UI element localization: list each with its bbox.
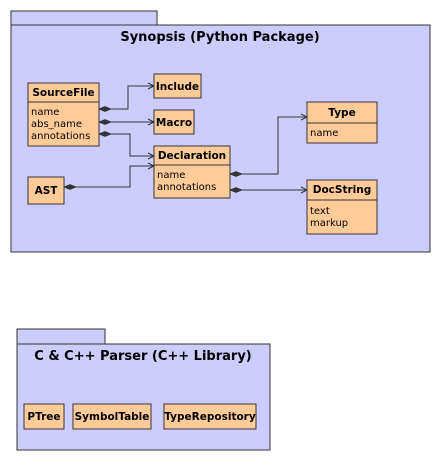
class-typerepository-box bbox=[163, 403, 257, 430]
class-include[interactable]: Include bbox=[153, 73, 202, 99]
class-ptree[interactable]: PTree bbox=[23, 403, 65, 430]
class-ast-name: AST bbox=[35, 185, 59, 197]
class-symboltable-box bbox=[72, 403, 152, 430]
package-cpp-parser-title: C & C++ Parser (C++ Library) bbox=[34, 349, 251, 364]
class-sourcefile-box bbox=[27, 82, 100, 147]
class-declaration-box bbox=[153, 145, 231, 199]
class-include-box bbox=[153, 73, 202, 99]
class-type-name: Type bbox=[328, 107, 355, 119]
class-declaration-attr-name: name bbox=[157, 170, 185, 181]
class-macro[interactable]: Macro bbox=[153, 109, 195, 135]
class-docstring-name: DocString bbox=[313, 184, 372, 196]
diamond-sourcefile-declaration bbox=[97, 131, 113, 137]
class-type-attr-name: name bbox=[310, 128, 338, 139]
class-sourcefile-name: SourceFile bbox=[32, 87, 94, 99]
package-synopsis-tab bbox=[10, 10, 158, 26]
class-docstring-attr-markup: markup bbox=[310, 218, 348, 229]
class-declaration[interactable]: Declaration name annotations bbox=[153, 145, 231, 199]
class-sourcefile-attr-name: name bbox=[31, 107, 59, 118]
class-include-name: Include bbox=[156, 81, 199, 93]
package-cpp-parser-tab bbox=[16, 328, 106, 345]
class-typerepository-name: TypeRepository bbox=[164, 411, 256, 423]
class-symboltable-name: SymbolTable bbox=[75, 411, 150, 423]
association-sourcefile-declaration bbox=[99, 133, 154, 157]
composition-diamonds bbox=[62, 106, 244, 193]
class-declaration-attr-annotations: annotations bbox=[157, 182, 216, 193]
class-declaration-name: Declaration bbox=[158, 150, 226, 162]
association-sourcefile-include bbox=[99, 85, 154, 110]
diamond-sourcefile-macro bbox=[97, 119, 113, 125]
diamond-declaration-docstring bbox=[228, 187, 244, 193]
class-ptree-name: PTree bbox=[27, 411, 60, 423]
package-cpp-parser: C & C++ Parser (C++ Library) bbox=[16, 328, 271, 451]
association-declaration-type bbox=[230, 116, 307, 175]
class-sourcefile-attr-abs-name: abs_name bbox=[31, 119, 82, 130]
class-ast[interactable]: AST bbox=[27, 176, 65, 205]
class-sourcefile-attr-annotations: annotations bbox=[31, 131, 90, 142]
class-typerepository[interactable]: TypeRepository bbox=[163, 403, 257, 430]
package-synopsis-title: Synopsis (Python Package) bbox=[120, 30, 319, 45]
package-cpp-parser-body bbox=[16, 343, 271, 451]
association-ast-declaration bbox=[64, 165, 154, 188]
diamond-sourcefile-include bbox=[97, 106, 113, 112]
class-macro-name: Macro bbox=[156, 117, 192, 129]
diamond-ast-declaration bbox=[62, 184, 78, 190]
class-docstring-box bbox=[306, 179, 378, 235]
class-type[interactable]: Type name bbox=[306, 101, 378, 144]
class-docstring[interactable]: DocString text markup bbox=[306, 179, 378, 235]
class-sourcefile[interactable]: SourceFile name abs_name annotations bbox=[27, 82, 100, 147]
class-symboltable[interactable]: SymbolTable bbox=[72, 403, 152, 430]
class-ptree-box bbox=[23, 403, 65, 430]
class-docstring-attr-text: text bbox=[310, 206, 330, 217]
class-macro-box bbox=[153, 109, 195, 135]
diamond-declaration-type bbox=[228, 171, 244, 177]
class-ast-box bbox=[27, 176, 65, 205]
